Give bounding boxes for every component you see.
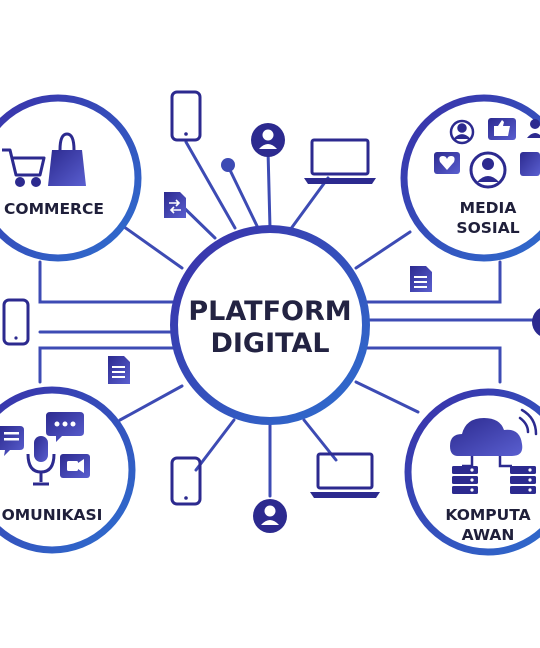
like-icon bbox=[488, 118, 516, 140]
chat-bubble-icon bbox=[46, 412, 84, 442]
node-media-sosial-label-2: SOSIAL bbox=[456, 219, 519, 237]
document-sync-icon bbox=[164, 192, 186, 218]
document-icon bbox=[410, 266, 432, 292]
microphone-icon bbox=[26, 436, 56, 486]
node-ecommerce: COMMERCE bbox=[0, 94, 142, 262]
connector-dot bbox=[221, 158, 235, 172]
smartphone-icon bbox=[170, 90, 202, 142]
node-ecommerce-label: COMMERCE bbox=[4, 200, 104, 218]
user-icon bbox=[449, 119, 475, 145]
server-icon bbox=[510, 466, 536, 494]
video-camera-icon bbox=[60, 454, 90, 478]
node-komputasi-awan-label-1: KOMPUTA bbox=[445, 506, 530, 524]
laptop-icon bbox=[310, 452, 380, 498]
server-icon bbox=[452, 466, 478, 494]
connector-lines bbox=[38, 140, 540, 498]
laptop-icon bbox=[304, 138, 376, 184]
center-title-line1: PLATFORM bbox=[188, 296, 351, 327]
node-media-sosial: MEDIA SOSIAL bbox=[400, 94, 540, 262]
user-icon bbox=[251, 123, 285, 157]
user-icon bbox=[527, 119, 540, 138]
node-media-sosial-label-1: MEDIA bbox=[460, 199, 517, 217]
shopping-bag-icon bbox=[48, 132, 86, 186]
chat-bubble-icon bbox=[0, 426, 24, 456]
wifi-icon bbox=[518, 408, 538, 436]
document-icon bbox=[108, 356, 130, 384]
node-komunikasi-label: OMUNIKASI bbox=[2, 506, 103, 524]
smartphone-icon bbox=[2, 298, 30, 346]
user-icon bbox=[469, 151, 507, 189]
shopping-cart-icon bbox=[2, 148, 46, 187]
node-komputasi-awan-label-2: AWAN bbox=[462, 526, 515, 544]
node-komputasi-awan: KOMPUTA AWAN bbox=[404, 388, 540, 556]
smartphone-icon bbox=[170, 456, 202, 506]
user-icon bbox=[253, 499, 287, 533]
node-komunikasi: OMUNIKASI bbox=[0, 386, 136, 554]
chat-bubble-icon bbox=[520, 152, 540, 176]
center-title-line2: DIGITAL bbox=[210, 328, 329, 359]
badge-icon bbox=[532, 308, 540, 336]
center-node: PLATFORM DIGITAL bbox=[170, 225, 370, 425]
heart-icon bbox=[434, 152, 460, 174]
cloud-icon bbox=[450, 418, 523, 456]
